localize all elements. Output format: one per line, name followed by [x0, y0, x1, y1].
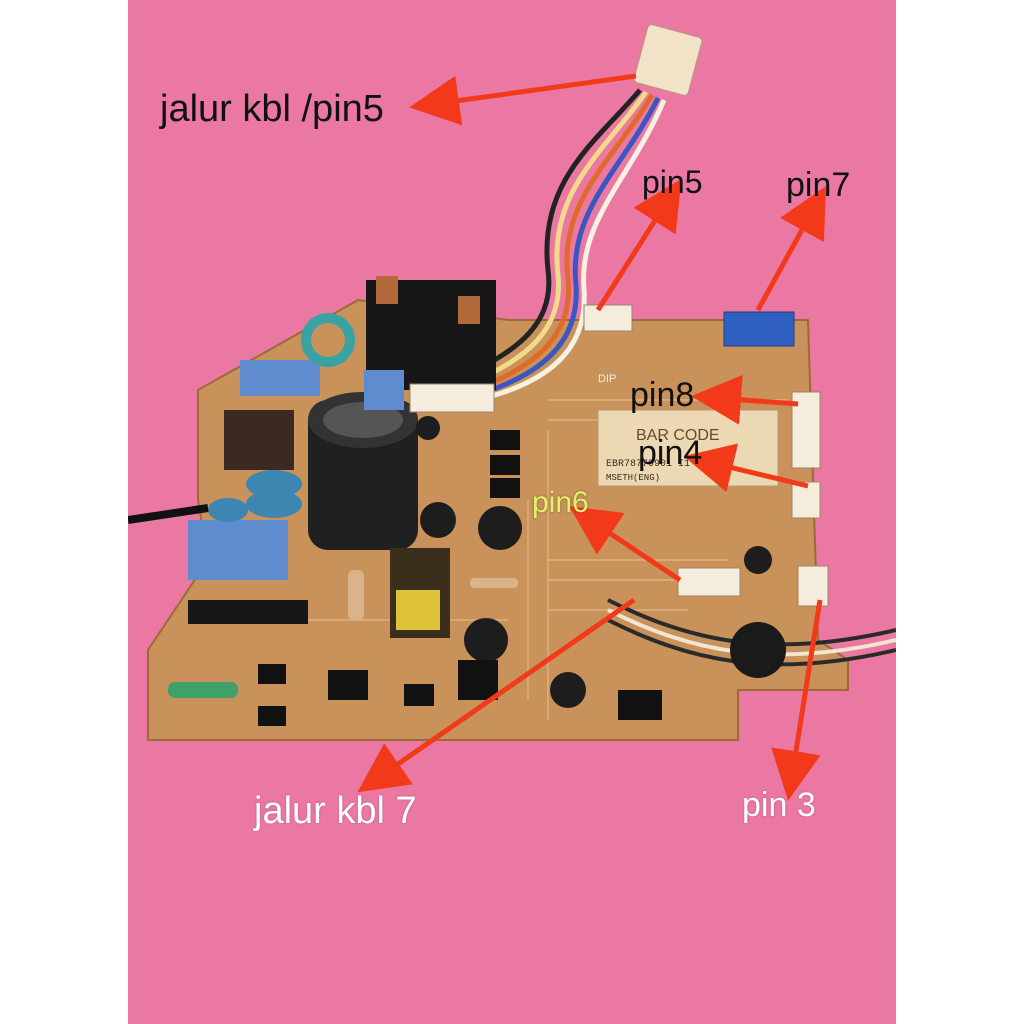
pcb-illustration: BAR CODE EBR78779901 I1 MSETH(ENG) DIP [128, 0, 896, 1024]
big-capacitor [308, 392, 418, 550]
bar-code-text: BAR CODE [636, 427, 720, 444]
connector-pin5 [583, 304, 633, 332]
label-jalur-kbl-7: jalur kbl 7 [254, 790, 417, 832]
arrow-pin5 [595, 178, 682, 312]
arrow-jalur-pin5 [409, 73, 637, 126]
arrow-pin7 [755, 186, 827, 312]
y-capacitor-1 [246, 470, 302, 498]
y-capacitor-3 [208, 498, 248, 522]
small-capacitors [416, 416, 772, 708]
label-pin6: pin6 [532, 486, 589, 519]
arrow-pin8 [691, 374, 799, 425]
label-pin3: pin 3 [742, 786, 816, 824]
y-capacitor-2 [246, 490, 302, 518]
label-pin8: pin8 [630, 376, 695, 414]
label-jalur-kbl-pin5: jalur kbl /pin5 [160, 88, 384, 130]
model-text: MSETH(ENG) [606, 473, 660, 483]
common-mode-choke [224, 410, 294, 470]
label-pin5: pin5 [642, 164, 703, 200]
x-capacitor-1 [240, 360, 320, 396]
x-capacitor-2 [364, 370, 404, 410]
connector-pin7 [723, 311, 795, 347]
toroid [301, 313, 355, 367]
label-pin7: pin7 [786, 166, 851, 204]
left-cable [128, 504, 209, 524]
part-number-text: EBR78779901 I1 [606, 459, 690, 470]
transformer-tape [396, 590, 440, 630]
x-capacitor-3 [188, 520, 288, 580]
connector-pin6 [677, 567, 741, 597]
ferrite-core [730, 622, 786, 678]
wire-harness [427, 88, 667, 405]
label-pin4: pin4 [638, 434, 703, 472]
connector-motor [409, 383, 495, 413]
arrow-pin6 [569, 506, 682, 583]
resistors [168, 570, 518, 698]
dip-text: DIP [598, 373, 616, 385]
heatsink [188, 600, 308, 624]
annotation-arrows [357, 73, 827, 801]
arrow-pin3 [771, 599, 823, 801]
pcb-photo: BAR CODE EBR78779901 I1 MSETH(ENG) DIP [128, 0, 896, 1024]
connector-pin3 [797, 565, 829, 607]
ic-chips [258, 430, 662, 726]
arrow-jalur-7 [357, 597, 636, 793]
arrow-pin4 [683, 443, 809, 493]
top-connector [633, 24, 703, 96]
